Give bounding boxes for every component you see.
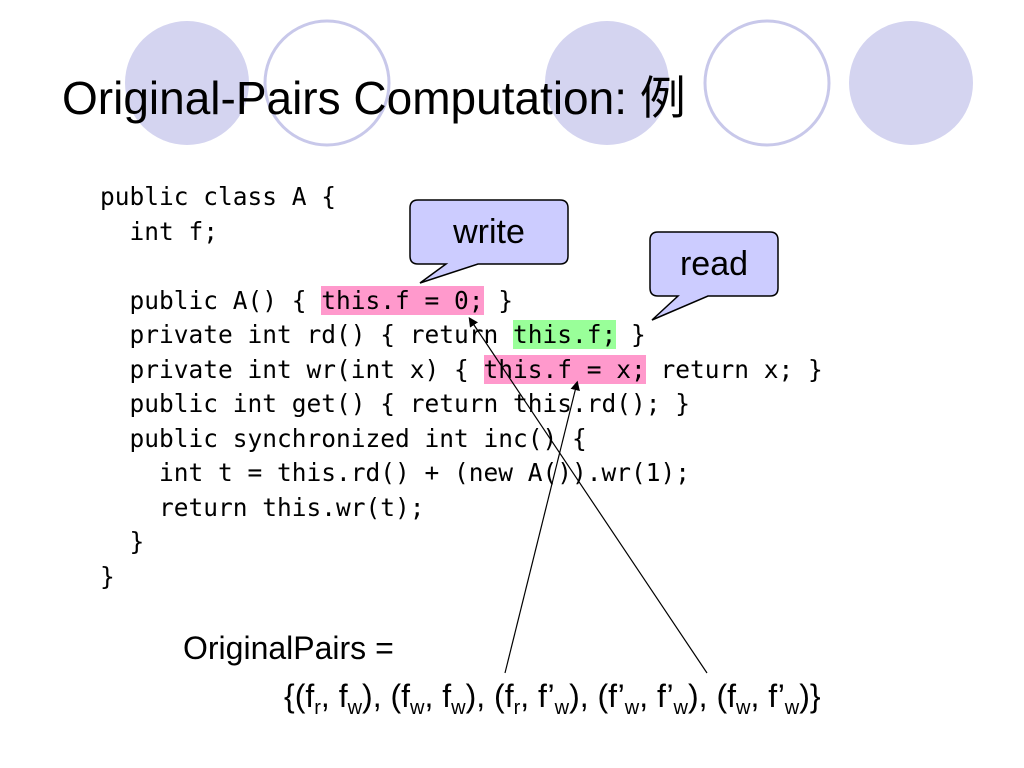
original-pairs-set: {(fr, fw), (fw, fw), (fr, f’w), (f’w, f’…	[284, 678, 821, 718]
original-pairs-label: OriginalPairs =	[183, 630, 394, 666]
code-text: }	[616, 320, 646, 349]
decorative-circle-outline	[703, 19, 831, 147]
code-line: return this.wr(t);	[100, 492, 425, 522]
pair-text: , f’	[520, 678, 555, 714]
pair-text: , f’	[750, 678, 785, 714]
pair-subscript: w	[347, 697, 363, 719]
pair-text: , f	[424, 678, 452, 714]
pair-text: (f	[381, 678, 411, 714]
pair-text: (f	[294, 678, 315, 714]
pair-subscript: w	[554, 697, 570, 719]
pair-text: )	[799, 678, 810, 714]
pair-subscript: r	[513, 697, 521, 719]
code-line: public A() { this.f = 0; }	[100, 284, 823, 319]
write-callout-label: write	[453, 213, 525, 251]
pair-subscript: w	[784, 697, 800, 719]
pair-subscript: w	[673, 697, 688, 719]
decorative-circle-filled	[849, 21, 973, 145]
decorative-circle-filled	[125, 21, 249, 145]
pair-text: , f	[320, 678, 348, 714]
pair-text: (f	[485, 678, 514, 714]
code-line: private int rd() { return this.f; }	[100, 318, 823, 353]
pair: (fr, fw),	[294, 678, 382, 718]
code-line: public synchronized int inc() {	[100, 423, 587, 453]
pair-text: ),	[569, 678, 589, 714]
code-line: public int get() { return this.rd(); }	[100, 389, 691, 418]
read-highlight: this.f;	[513, 320, 617, 349]
pair-text: ),	[465, 678, 486, 714]
pair-subscript: w	[410, 697, 425, 719]
code-line: int t = this.rd() + (new A()).wr(1);	[100, 458, 691, 487]
code-text: return x; }	[645, 354, 823, 384]
code-line: }	[100, 561, 115, 591]
slide-title: Original-Pairs Computation: 例	[62, 72, 686, 124]
pair: (f’w, f’w),	[588, 678, 708, 718]
pair-text: ),	[362, 678, 382, 714]
set-brace: }	[809, 678, 821, 714]
pair: (fr, f’w),	[485, 678, 589, 718]
pair-text: ),	[688, 678, 708, 714]
pair-subscript: w	[624, 697, 640, 719]
pair: (fw, f’w)	[707, 678, 810, 718]
decorative-circle-outline	[263, 19, 391, 147]
decorative-circle-filled	[545, 21, 669, 145]
code-text: public A() {	[100, 285, 322, 315]
code-line: public class A {	[100, 182, 337, 211]
pair-subscript: r	[314, 697, 321, 719]
code-text: }	[483, 285, 514, 315]
read-callout-label: read	[679, 245, 749, 283]
pair-text: (f	[707, 678, 736, 714]
code-text: private int wr(int x) {	[100, 354, 484, 384]
pair-text: (f’	[588, 678, 625, 714]
pair-subscript: w	[451, 697, 466, 719]
code-line: int f;	[100, 216, 219, 246]
code-line: }	[100, 527, 145, 556]
set-brace: {	[284, 678, 295, 714]
write-highlight: this.f = x;	[483, 354, 646, 384]
code-line: private int wr(int x) { this.f = x; retu…	[100, 353, 823, 388]
decorative-circle-row	[125, 19, 973, 147]
pair-text: , f’	[639, 678, 674, 714]
write-highlight: this.f = 0;	[321, 285, 484, 315]
code-text: private int rd() { return	[100, 320, 514, 349]
pair-subscript: w	[735, 697, 751, 719]
pair: (fw, fw),	[381, 678, 486, 718]
